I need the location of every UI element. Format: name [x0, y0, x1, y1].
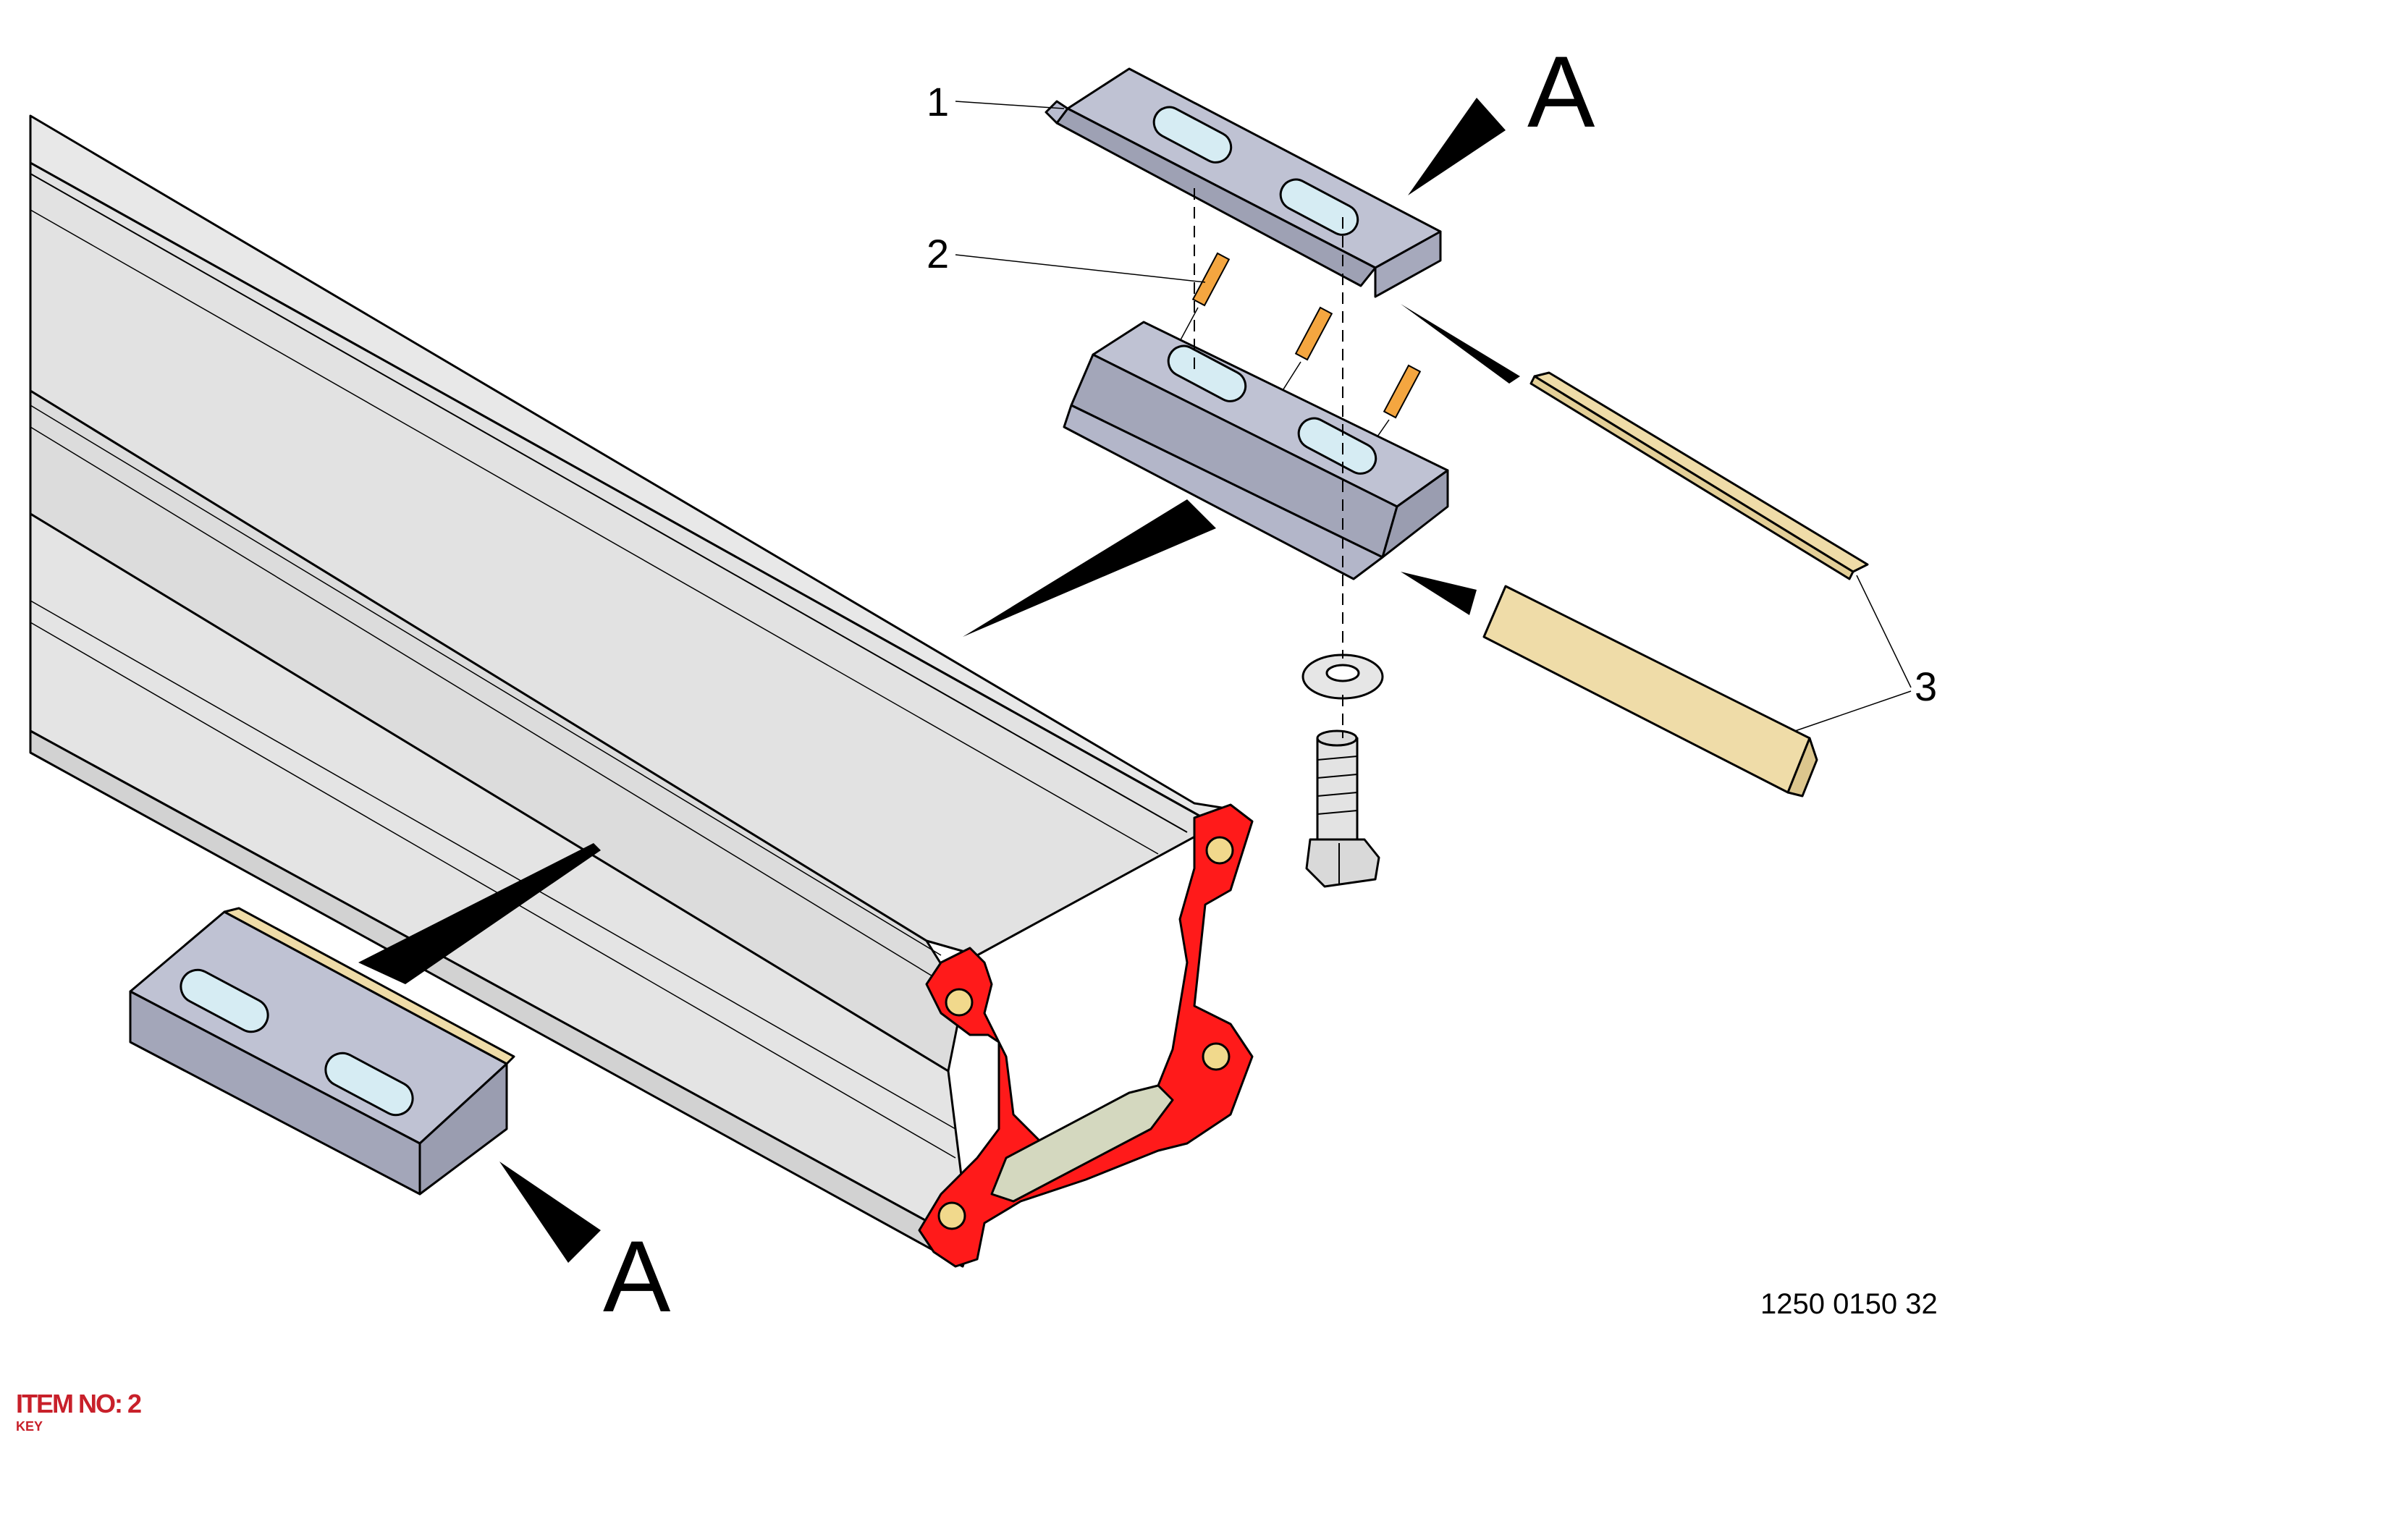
- washer-hole: [1325, 664, 1360, 682]
- clamp-mid-slot-1: [1167, 344, 1247, 402]
- clamp-mid-slot-2: [1297, 417, 1377, 475]
- part-number: 1250 0150 32: [1760, 1288, 1938, 1320]
- section-hole-3: [1202, 1042, 1231, 1071]
- clamp-top-part-1: [1045, 67, 1442, 298]
- section-hole-4: [937, 1201, 966, 1230]
- detail-block-end-face: [418, 1062, 508, 1196]
- view-label-a-top: A: [1527, 35, 1595, 148]
- callout-1: 1: [927, 79, 949, 124]
- bolt: [1305, 729, 1380, 888]
- rail-bottom-face: [29, 729, 971, 1268]
- pointer-arrow-icon: [358, 843, 601, 984]
- clamp-top-tab: [1045, 100, 1069, 124]
- detail-slot-1: [180, 968, 269, 1033]
- section-inner-channel: [990, 1084, 1174, 1203]
- clamp-top-slot-2: [1279, 178, 1359, 236]
- rail-section-cut: [918, 803, 1254, 1268]
- washer: [1301, 653, 1384, 700]
- clamp-middle: [1063, 321, 1449, 580]
- rail-upper-lip: [29, 161, 1218, 957]
- main-rail: [29, 114, 1232, 1268]
- pointer-arrow-icon: [1401, 304, 1520, 384]
- detail-a-block: [129, 907, 515, 1196]
- pin-2: [1294, 306, 1333, 361]
- callout-3: 3: [1915, 664, 1937, 709]
- pointer-arrows: [358, 98, 1520, 1263]
- clamp-top-end-face: [1374, 230, 1442, 298]
- rail-middle-face: [29, 389, 964, 1072]
- clamp-top-upper-face: [1066, 67, 1442, 269]
- clamp-mid-end-face: [1381, 469, 1449, 559]
- insert-thick-strip: [1482, 585, 1811, 794]
- detail-slot-2: [324, 1052, 414, 1117]
- clamp-top-slot-1: [1152, 106, 1233, 164]
- callout-2: 2: [927, 231, 949, 276]
- leader-lines: [955, 101, 1912, 732]
- pointer-arrow-icon: [963, 499, 1216, 637]
- section-hole-2: [945, 988, 974, 1017]
- bolt-head: [1305, 838, 1380, 888]
- insert-thin-strip: [1533, 371, 1869, 573]
- assembly-dashed-lines: [1194, 188, 1343, 738]
- clamp-mid-lower-lip: [1063, 404, 1384, 580]
- section-hole-1: [1205, 836, 1234, 865]
- pointer-arrow-icon: [1401, 572, 1477, 615]
- item-number-label: ITEM NO: 2: [16, 1389, 142, 1418]
- detail-insert-strip: [223, 907, 515, 1065]
- view-marker-icon: [499, 1162, 601, 1263]
- pointer-arrow-icon: [1408, 98, 1506, 195]
- insert-strips-part-3: [1482, 371, 1869, 798]
- pin-3: [1383, 364, 1422, 419]
- pins-part-2: [1172, 252, 1422, 482]
- item-key-label: KEY: [16, 1419, 43, 1434]
- pin-1: [1191, 252, 1231, 307]
- view-label-a-bottom: A: [603, 1219, 671, 1333]
